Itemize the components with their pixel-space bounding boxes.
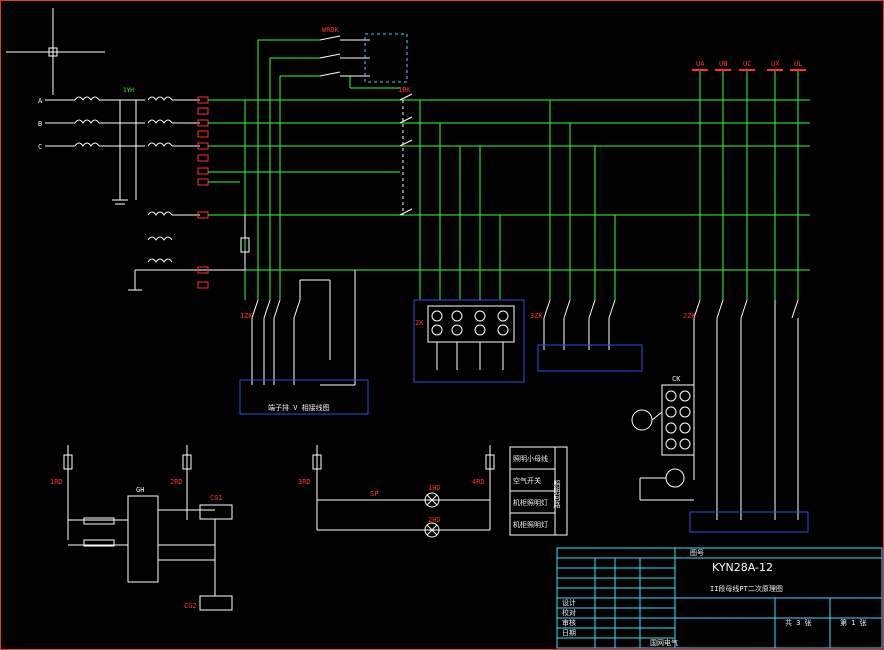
- resistor-element: [240, 215, 250, 270]
- fuse-4rd: 4RD: [472, 478, 485, 486]
- phase-label-b: B: [38, 120, 42, 128]
- fuse-2rd: 2RD: [170, 478, 183, 486]
- bus-lines: [208, 39, 810, 300]
- bus-ua: UA: [696, 60, 705, 68]
- terminal-note: 端子排 V 相接线图: [268, 403, 330, 412]
- switch-3zk: [537, 299, 643, 372]
- title-design: 设计: [562, 598, 576, 607]
- fuse-3rd: 3RD: [298, 478, 311, 486]
- title-subtitle: II段母线PT二次原理图: [710, 584, 783, 593]
- legend-row-4: 机柜照明灯: [513, 520, 548, 529]
- gh-label: GH: [136, 486, 144, 494]
- title-sheet-no: 第 1 张: [840, 618, 867, 627]
- lighting-circuit: [312, 445, 495, 538]
- legend-row-1: 照明小母线: [513, 454, 548, 463]
- k3-label: 3ZK: [530, 312, 543, 320]
- switch-2zk: [689, 299, 809, 533]
- fuse-stack: [197, 96, 209, 289]
- title-company: 国网电气: [650, 638, 678, 647]
- switch-1zk: [239, 270, 369, 415]
- bus-ul: UL: [794, 60, 802, 68]
- lamp-hd: 1HD: [428, 484, 441, 492]
- title-check: 校对: [562, 608, 576, 617]
- k4-label: 2ZK: [683, 312, 696, 320]
- sp-label: SP: [370, 490, 378, 498]
- lower-left-circuit: [63, 445, 233, 611]
- title-date: 日期: [562, 629, 576, 637]
- lamp-ld: 2HD: [428, 516, 441, 524]
- phase-label-c: C: [38, 143, 42, 151]
- legend-row-3: 机柜照明灯: [513, 498, 548, 507]
- k2-label: 2K: [415, 319, 424, 327]
- switch-ck: [631, 384, 695, 501]
- title-model: KYN28A-12: [712, 561, 773, 574]
- title-drawing-no: 图号: [690, 549, 704, 557]
- pt-label: 1YH: [123, 87, 134, 94]
- legend-row-2: 空气开关: [513, 476, 541, 485]
- phase-label-a: A: [38, 97, 43, 105]
- legend-table: [509, 446, 568, 536]
- ck-label: CK: [672, 375, 681, 383]
- title-approve: 审核: [562, 618, 576, 627]
- sk-label: 1BK: [398, 86, 411, 94]
- cg2-label: CG2: [184, 602, 197, 610]
- phase-inputs: [45, 96, 145, 205]
- bus-ub: UB: [719, 60, 727, 68]
- legend-title: 照明回路: [553, 480, 561, 509]
- title-block: [556, 547, 883, 649]
- title-sheet-total: 共 3 张: [785, 618, 812, 627]
- bus-uc: UC: [743, 60, 751, 68]
- sk-switch: [399, 93, 413, 216]
- wrdk-label: WRDK: [322, 26, 340, 34]
- pt-secondary-windings: [128, 96, 245, 291]
- fuse-1rd: 1RD: [50, 478, 63, 486]
- switch-2k: [413, 299, 525, 383]
- cg1-label: CG1: [210, 494, 223, 502]
- crosshair-cursor: [6, 8, 105, 95]
- wrdk-switch: [319, 33, 408, 83]
- bus-ux: UX: [771, 60, 780, 68]
- k1-label: 1ZK: [240, 312, 253, 320]
